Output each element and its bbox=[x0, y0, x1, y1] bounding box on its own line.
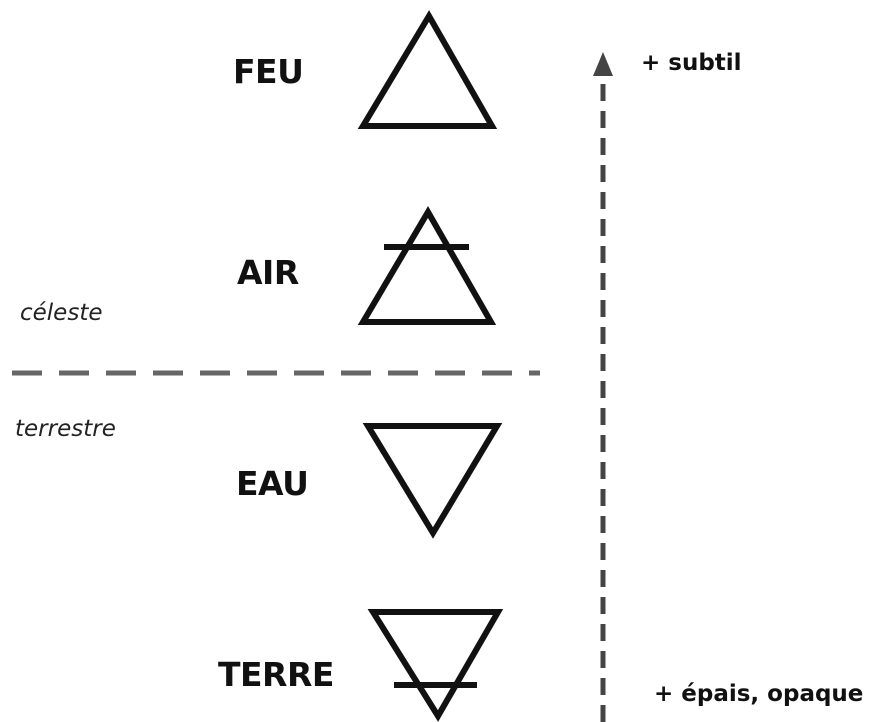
fire-triangle-icon bbox=[357, 10, 498, 129]
scale-label-subtle: + subtil bbox=[641, 50, 742, 76]
arrow-up-icon bbox=[593, 52, 613, 76]
earth-triangle-icon bbox=[367, 609, 504, 722]
water-label: EAU bbox=[236, 464, 309, 503]
fire-label: FEU bbox=[233, 52, 304, 91]
scale-label-dense: + épais, opaque bbox=[654, 681, 864, 707]
air-label: AIR bbox=[237, 253, 299, 292]
earth-label: TERRE bbox=[218, 655, 334, 694]
zone-label-terrestre: terrestre bbox=[15, 416, 116, 442]
air-triangle-icon bbox=[357, 206, 497, 325]
water-triangle-icon bbox=[362, 423, 503, 539]
zone-label-celeste: céleste bbox=[20, 300, 103, 326]
